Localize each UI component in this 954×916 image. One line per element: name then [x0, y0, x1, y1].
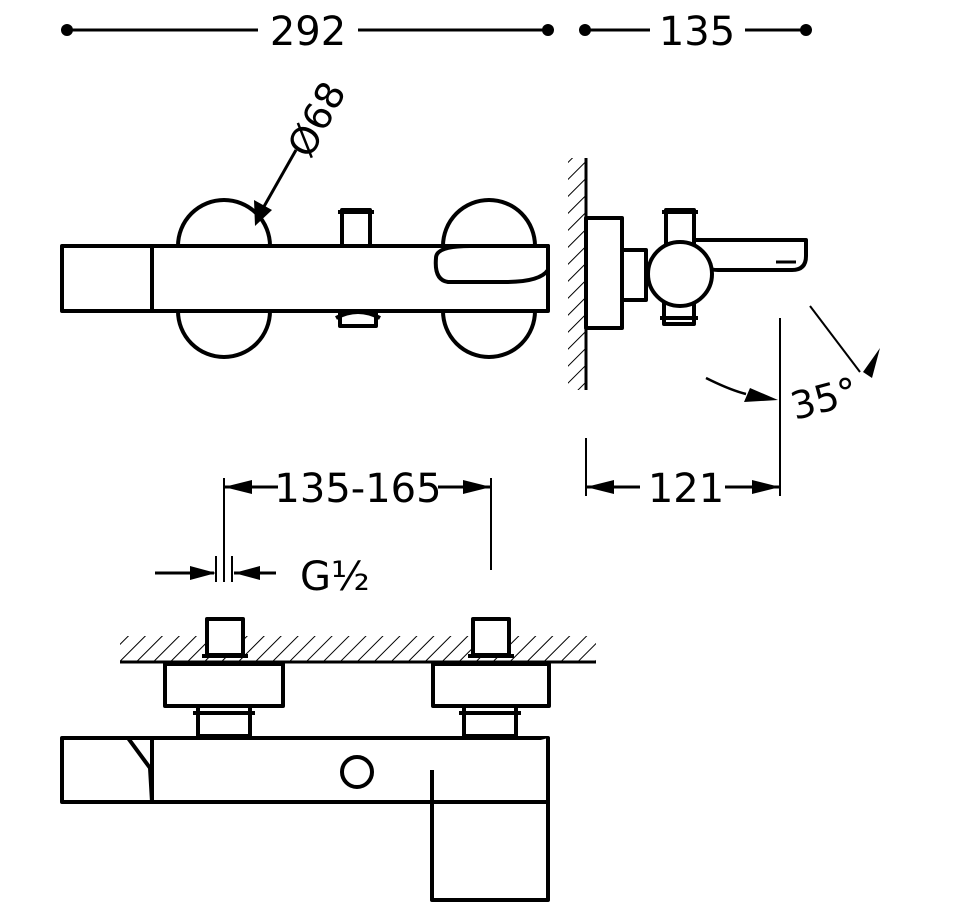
spout-angle-label: 35°	[786, 369, 862, 429]
dimension-overall-length: 292	[61, 9, 554, 55]
spout-projection-label: 121	[648, 466, 724, 512]
dimension-depth: 135	[579, 9, 812, 55]
side-view: 35° 121	[568, 158, 880, 512]
handle-diameter-label: Ø68	[279, 74, 355, 164]
dimension-connection-spacing: 135-165	[223, 466, 492, 582]
top-view	[60, 617, 596, 902]
overall-length-label: 292	[270, 9, 346, 55]
front-view: Ø68	[60, 74, 550, 359]
depth-label: 135	[659, 9, 735, 55]
thread-size-label: G½	[300, 554, 370, 600]
dimension-thread: G½	[155, 554, 370, 600]
connection-spacing-label: 135-165	[274, 466, 441, 512]
